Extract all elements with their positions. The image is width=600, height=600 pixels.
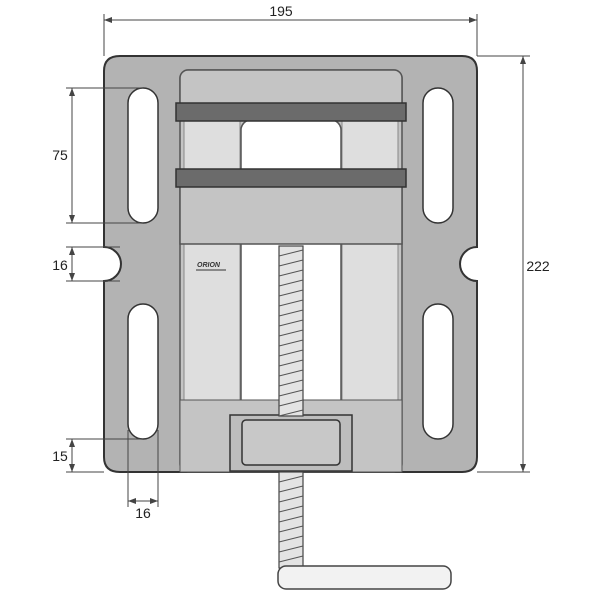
dimension-slot-width: 16 bbox=[127, 430, 159, 521]
slot-bottom-right bbox=[422, 303, 454, 440]
dimension-label-16-slot: 16 bbox=[135, 505, 151, 521]
slot-top-left bbox=[127, 87, 159, 224]
dimension-label-75: 75 bbox=[52, 147, 68, 163]
dimension-slot-length: 75 bbox=[52, 87, 143, 224]
slot-bottom-left bbox=[127, 303, 159, 440]
movable-jaw bbox=[179, 185, 403, 245]
dimension-notch-width: 16 bbox=[52, 246, 120, 282]
rail-top bbox=[175, 102, 407, 122]
brand-label: ORION bbox=[197, 262, 221, 269]
dimension-height-right: 222 bbox=[477, 55, 554, 473]
slot-top-right bbox=[422, 87, 454, 224]
dimension-label-15: 15 bbox=[52, 448, 68, 464]
dimension-width-top: 195 bbox=[103, 3, 478, 56]
guide-right bbox=[341, 119, 399, 401]
guide-left bbox=[183, 119, 241, 401]
lead-screw-lower-thread bbox=[278, 475, 304, 563]
dimension-bottom-offset: 15 bbox=[52, 438, 143, 473]
vise-handle bbox=[277, 565, 452, 590]
screw-nut bbox=[241, 419, 341, 466]
lead-screw-upper-thread bbox=[278, 249, 304, 417]
dimension-label-222: 222 bbox=[526, 258, 550, 274]
dimension-label-16-notch: 16 bbox=[52, 257, 68, 273]
rail-bottom bbox=[175, 168, 407, 188]
lead-screw-lower bbox=[278, 471, 304, 569]
dimension-label-195: 195 bbox=[269, 3, 293, 19]
